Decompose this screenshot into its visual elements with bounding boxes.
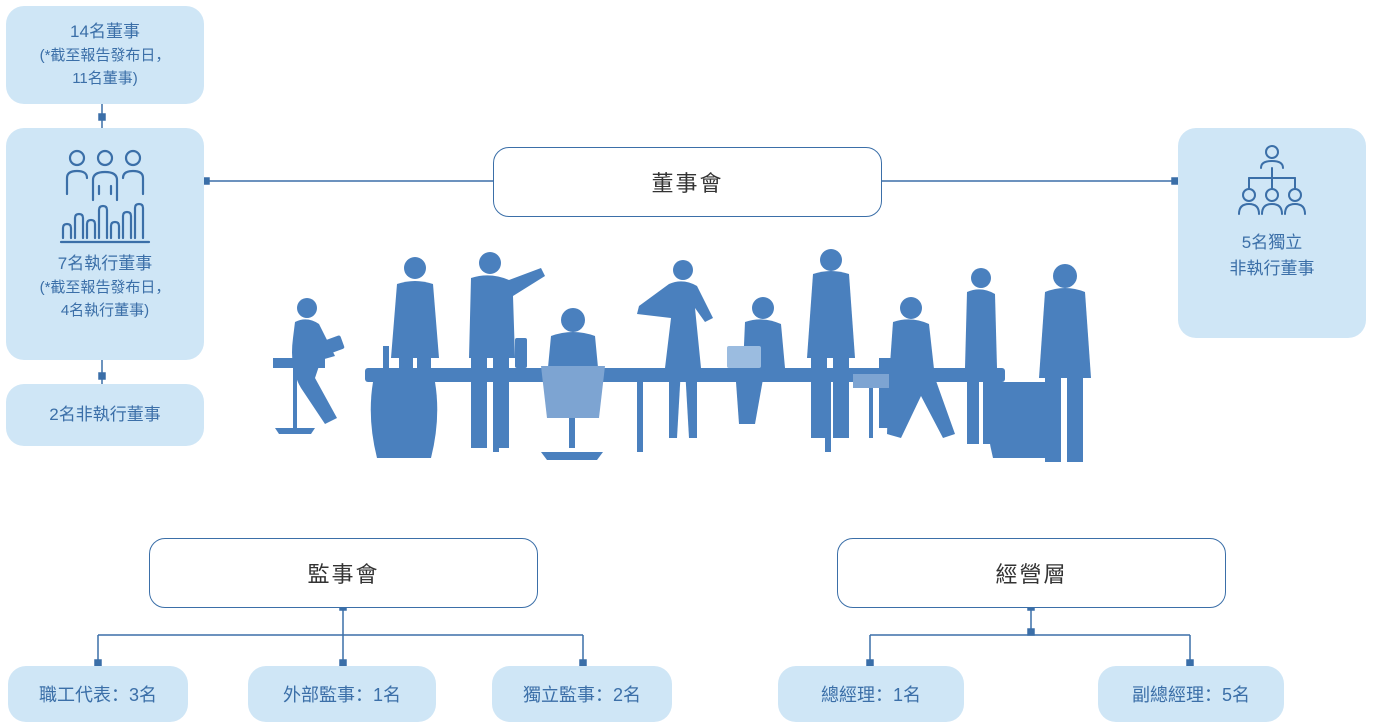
supervisor-employee-rep-label: 職工代表：3名 [38,685,157,705]
executive-directors-count: 7名執行董事 [57,254,153,273]
management-title: 經營層 [995,562,1068,587]
boardroom-meeting-illustration [273,249,1091,462]
executive-directors-note: (*截至報告發布日， [39,279,171,296]
deputy-general-manager-label: 副總經理：5名 [1131,685,1250,705]
supervisor-independent-label: 獨立監事：2名 [522,685,641,705]
supervisory-board-box: 監事會 [149,538,538,608]
board-of-directors-box: 董事會 [493,147,882,217]
general-manager-label: 總經理：1名 [820,685,921,705]
supervisor-employee-rep-box: 職工代表：3名 [8,666,188,722]
total-directors-note: (*截至報告發布日， [39,47,171,64]
independent-directors-label: 非執行董事 [1229,259,1315,278]
non-executive-directors-box: 2名非執行董事 [6,384,204,446]
supervisor-independent-box: 獨立監事：2名 [492,666,672,722]
management-box: 經營層 [837,538,1226,608]
org-hierarchy-icon [1238,145,1306,215]
total-directors-count: 14名董事 [70,22,140,41]
people-group-icon [59,149,151,244]
non-executive-directors-label: 2名非執行董事 [49,405,161,424]
executive-directors-note-count: 4名執行董事) [60,302,150,319]
supervisory-board-title: 監事會 [307,562,380,587]
total-directors-note-count: 11名董事) [72,70,138,87]
executive-directors-box: 7名執行董事 (*截至報告發布日， 4名執行董事) [6,128,204,360]
supervisor-external-label: 外部監事：1名 [282,685,401,705]
deputy-general-manager-box: 副總經理：5名 [1098,666,1284,722]
total-directors-box: 14名董事 (*截至報告發布日， 11名董事) [6,6,204,104]
independent-directors-box: 5名獨立 非執行董事 [1178,128,1366,338]
supervisor-external-box: 外部監事：1名 [248,666,436,722]
independent-directors-count: 5名獨立 [1241,233,1303,252]
general-manager-box: 總經理：1名 [778,666,964,722]
board-title: 董事會 [651,171,724,196]
